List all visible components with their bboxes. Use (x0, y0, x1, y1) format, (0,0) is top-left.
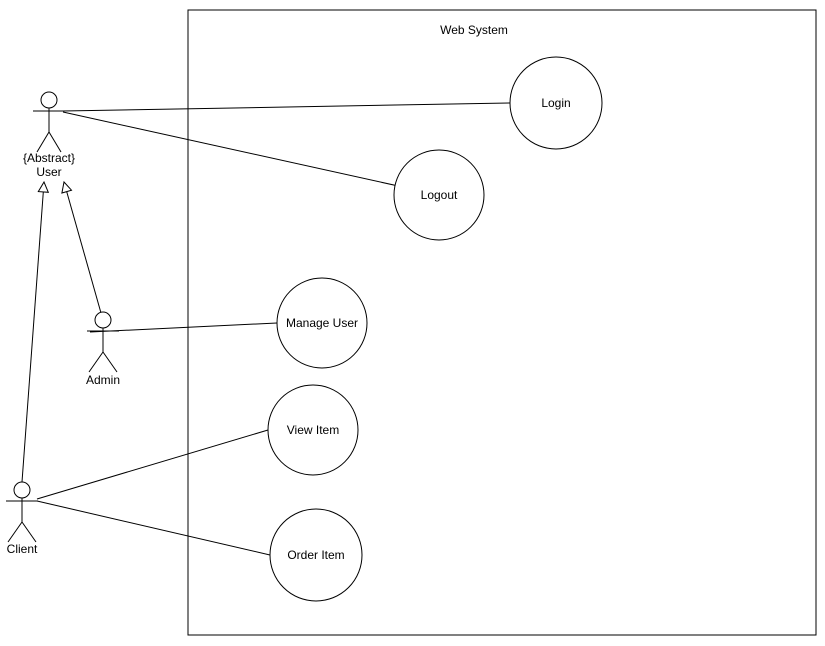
actor-leg-icon (21, 521, 37, 543)
use-case-label: Manage User (286, 316, 358, 330)
use-case-view-item[interactable]: View Item (267, 384, 359, 476)
use-case-logout[interactable]: Logout (393, 149, 485, 241)
use-case-ellipse[interactable] (267, 384, 359, 476)
association-admin-manage-user[interactable] (89, 322, 278, 333)
generalization-arrowhead-icon (37, 180, 50, 193)
use-case-ellipse[interactable] (276, 277, 368, 369)
system-title: Web System (440, 23, 508, 37)
generalization-arrowhead-icon (61, 180, 73, 194)
actor-label: Client (7, 542, 38, 556)
actor-stereotype: {Abstract} (23, 151, 75, 165)
use-case-label: View Item (287, 423, 339, 437)
association-client-view-item[interactable] (36, 429, 269, 500)
use-case-label: Login (541, 96, 570, 110)
generalization-client-user[interactable] (21, 180, 50, 483)
use-case-label: Order Item (287, 548, 344, 562)
actor-label: Admin (86, 373, 120, 387)
actor-user[interactable]: {Abstract} User (23, 91, 75, 179)
generalization-client-user-line[interactable] (21, 191, 44, 483)
actor-leg-icon (36, 131, 50, 153)
association-client-order-item[interactable] (36, 500, 271, 556)
actor-leg-icon (48, 131, 62, 153)
generalization-admin-user[interactable] (61, 180, 102, 314)
association-user-logout[interactable] (62, 111, 440, 196)
use-case-manage-user[interactable]: Manage User (276, 277, 368, 369)
actor-leg-icon (88, 351, 104, 373)
use-case-ellipse[interactable] (509, 56, 603, 150)
association-user-login[interactable] (62, 102, 511, 112)
actor-leg-icon (102, 351, 118, 373)
system-boundary-rect[interactable] (187, 9, 817, 636)
use-case-login[interactable]: Login (509, 56, 603, 150)
generalization-admin-user-line[interactable] (66, 191, 102, 314)
actor-client[interactable]: Client (6, 481, 38, 556)
actor-head-icon (13, 481, 31, 499)
actor-leg-icon (7, 521, 23, 543)
actor-head-icon (94, 311, 112, 329)
use-case-order-item[interactable]: Order Item (269, 508, 363, 602)
actor-admin[interactable]: Admin (86, 311, 120, 387)
association-edges (36, 102, 511, 556)
use-case-ellipse[interactable] (269, 508, 363, 602)
use-case-label: Logout (421, 188, 458, 202)
system-boundary[interactable]: Web System (187, 9, 817, 636)
actor-head-icon (40, 91, 58, 109)
actor-label: User (36, 165, 61, 179)
use-case-ellipse[interactable] (393, 149, 485, 241)
